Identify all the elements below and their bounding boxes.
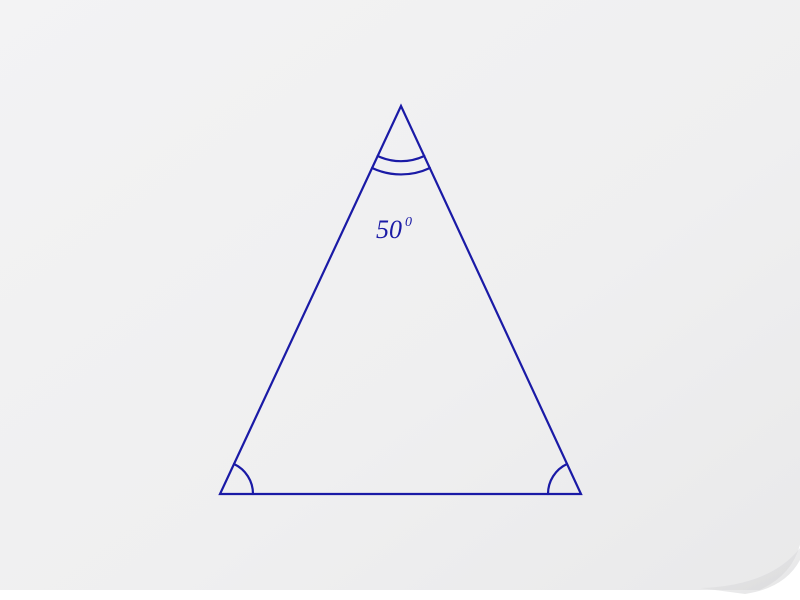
bottom-left-angle-arc [232, 462, 255, 496]
top-angle-arc-outer [371, 166, 431, 176]
triangle [218, 103, 583, 496]
top-angle-value: 50 [376, 215, 402, 244]
paper-curl-shadow [0, 545, 800, 600]
bottom-right-angle-arc [546, 462, 569, 496]
paper-curl [700, 548, 800, 594]
top-angle-arc-inner [376, 154, 426, 163]
degree-symbol: 0 [405, 215, 412, 230]
